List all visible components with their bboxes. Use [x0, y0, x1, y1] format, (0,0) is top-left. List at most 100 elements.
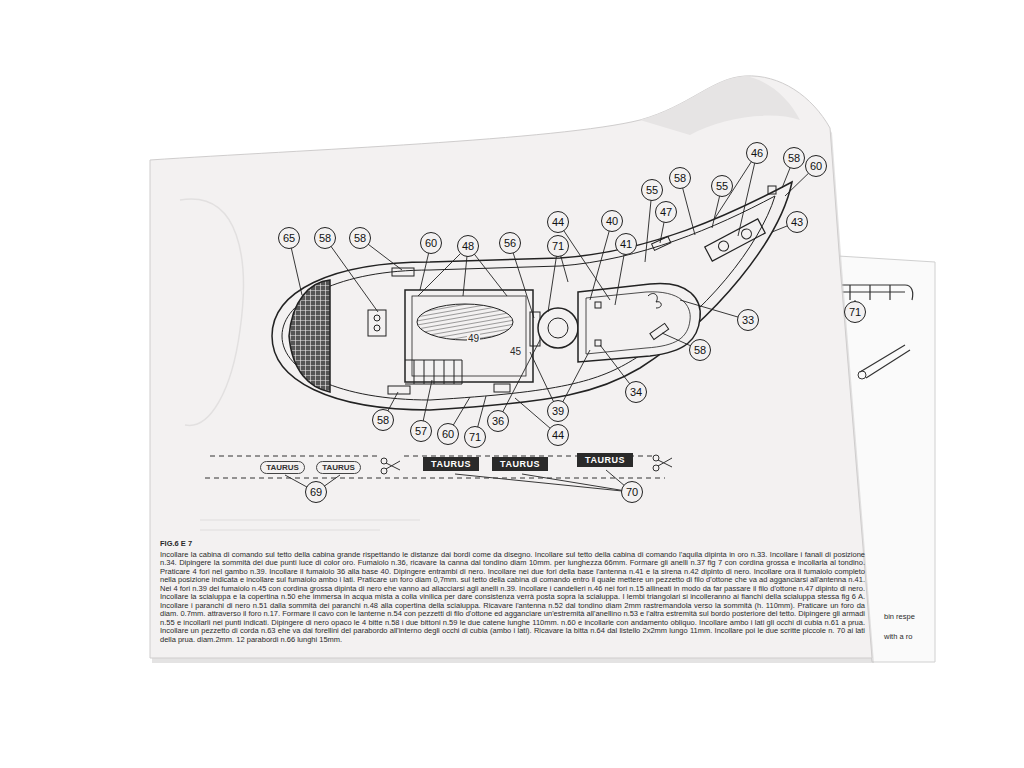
- deck-line: [282, 196, 775, 400]
- callout-number: 69: [310, 487, 322, 498]
- callout-circle: 43: [786, 211, 808, 233]
- name-plate-text: TAURUS: [500, 460, 540, 469]
- callout-number: 45: [509, 346, 522, 357]
- callout-number: 57: [415, 426, 427, 437]
- callout-circle: 58: [372, 409, 394, 431]
- cropped-text: with a ro: [884, 633, 912, 641]
- callout-number: 71: [849, 307, 861, 318]
- wheelhouse-roof: [586, 292, 690, 354]
- wheelhouse: [578, 283, 700, 362]
- callout-number: 70: [626, 487, 638, 498]
- callout-number: 43: [791, 217, 803, 228]
- callout-circle: 36: [487, 410, 509, 432]
- callout-circle: 56: [499, 232, 521, 254]
- bollard-plate: [368, 310, 386, 336]
- stern-grating: [289, 280, 330, 392]
- instruction-text: Incollare la cabina di comando sul tetto…: [160, 551, 865, 644]
- callout-circle: 58: [689, 339, 711, 361]
- strut-detail: [860, 345, 910, 378]
- callout-number: 58: [377, 415, 389, 426]
- callout-circle: 65: [278, 227, 300, 249]
- callout-number: 36: [492, 416, 504, 427]
- callout-circle: 47: [655, 201, 677, 223]
- bitt: [388, 386, 410, 394]
- callout-number: 58: [674, 173, 686, 184]
- front-page: [150, 76, 872, 658]
- railing-detail: [842, 285, 913, 300]
- hawse-pipe: [768, 186, 776, 194]
- bollard: [374, 315, 380, 321]
- name-plate-text: TAURUS: [266, 464, 299, 472]
- callout-number: 65: [283, 233, 295, 244]
- callout-number: 58: [788, 153, 800, 164]
- bitt: [650, 323, 669, 339]
- callout-circle: 39: [547, 400, 569, 422]
- funnel-base: [538, 308, 578, 348]
- leader-line: [510, 243, 534, 318]
- callout-number: 34: [630, 387, 642, 398]
- ladder: [405, 360, 462, 384]
- show-through-drawing: [200, 520, 420, 530]
- callout-number: 55: [716, 181, 728, 192]
- callout-circle: 41: [615, 233, 637, 255]
- leader-line: [325, 238, 378, 312]
- callout-number: 58: [319, 233, 331, 244]
- leader-line: [455, 470, 632, 492]
- callout-circle: 44: [547, 424, 569, 446]
- callout-number: 58: [354, 233, 366, 244]
- callout-circle: 55: [641, 179, 663, 201]
- figure-heading: FIG.6 E 7: [160, 540, 192, 548]
- dark-name-plate: TAURUS: [492, 457, 548, 471]
- callout-circle: 71: [464, 426, 486, 448]
- callout-circle: 70: [621, 481, 643, 503]
- callout-number: 46: [751, 148, 763, 159]
- callout-number: 41: [620, 239, 632, 250]
- cropped-text: bin respe: [884, 613, 915, 621]
- callout-circle: 69: [305, 481, 327, 503]
- callout-number: 58: [694, 345, 706, 356]
- hull-drawing: [272, 182, 792, 410]
- callout-circle: 44: [547, 211, 569, 233]
- dashed-cut-line: [205, 478, 665, 479]
- callout-circle: 58: [783, 147, 805, 169]
- callout-number: 60: [442, 429, 454, 440]
- hull-outline: [272, 182, 792, 410]
- callout-circle: 55: [711, 175, 733, 197]
- callout-number: 47: [660, 207, 672, 218]
- outlined-name-plate: TAURUS: [316, 461, 361, 474]
- callout-circle: 58: [349, 227, 371, 249]
- lifeboat: [417, 304, 513, 340]
- callout-number: 40: [606, 216, 618, 227]
- callout-circle: 58: [669, 167, 691, 189]
- name-plate-text: TAURUS: [431, 460, 471, 469]
- navigation-light: [595, 302, 601, 308]
- callout-number: 44: [552, 217, 564, 228]
- cabin-roof: [412, 296, 526, 376]
- bow-hatch: [705, 219, 765, 261]
- eagle: [648, 294, 661, 308]
- funnel: [548, 318, 568, 338]
- callout-circle: 46: [746, 142, 768, 164]
- callout-circle: 48: [457, 235, 479, 257]
- callout-circle: 71: [844, 301, 866, 323]
- callout-circle: 34: [625, 381, 647, 403]
- name-plate-text: TAURUS: [585, 456, 625, 465]
- bitt: [392, 268, 414, 276]
- leader-line: [558, 222, 610, 300]
- bitt: [494, 384, 510, 392]
- show-through-drawing: [180, 199, 243, 425]
- outlined-name-plate: TAURUS: [260, 461, 305, 474]
- callout-number: 56: [504, 238, 516, 249]
- dark-name-plate: TAURUS: [577, 453, 633, 467]
- callout-circle: 40: [601, 210, 623, 232]
- callout-circle: 60: [420, 232, 442, 254]
- dark-name-plate: TAURUS: [423, 457, 479, 471]
- scissors-symbol: [381, 458, 400, 474]
- leader-line: [498, 340, 540, 421]
- scissors-symbol: [653, 455, 672, 471]
- callout-number: 55: [646, 185, 658, 196]
- callout-number: 33: [742, 315, 754, 326]
- front-sheet: [150, 76, 874, 663]
